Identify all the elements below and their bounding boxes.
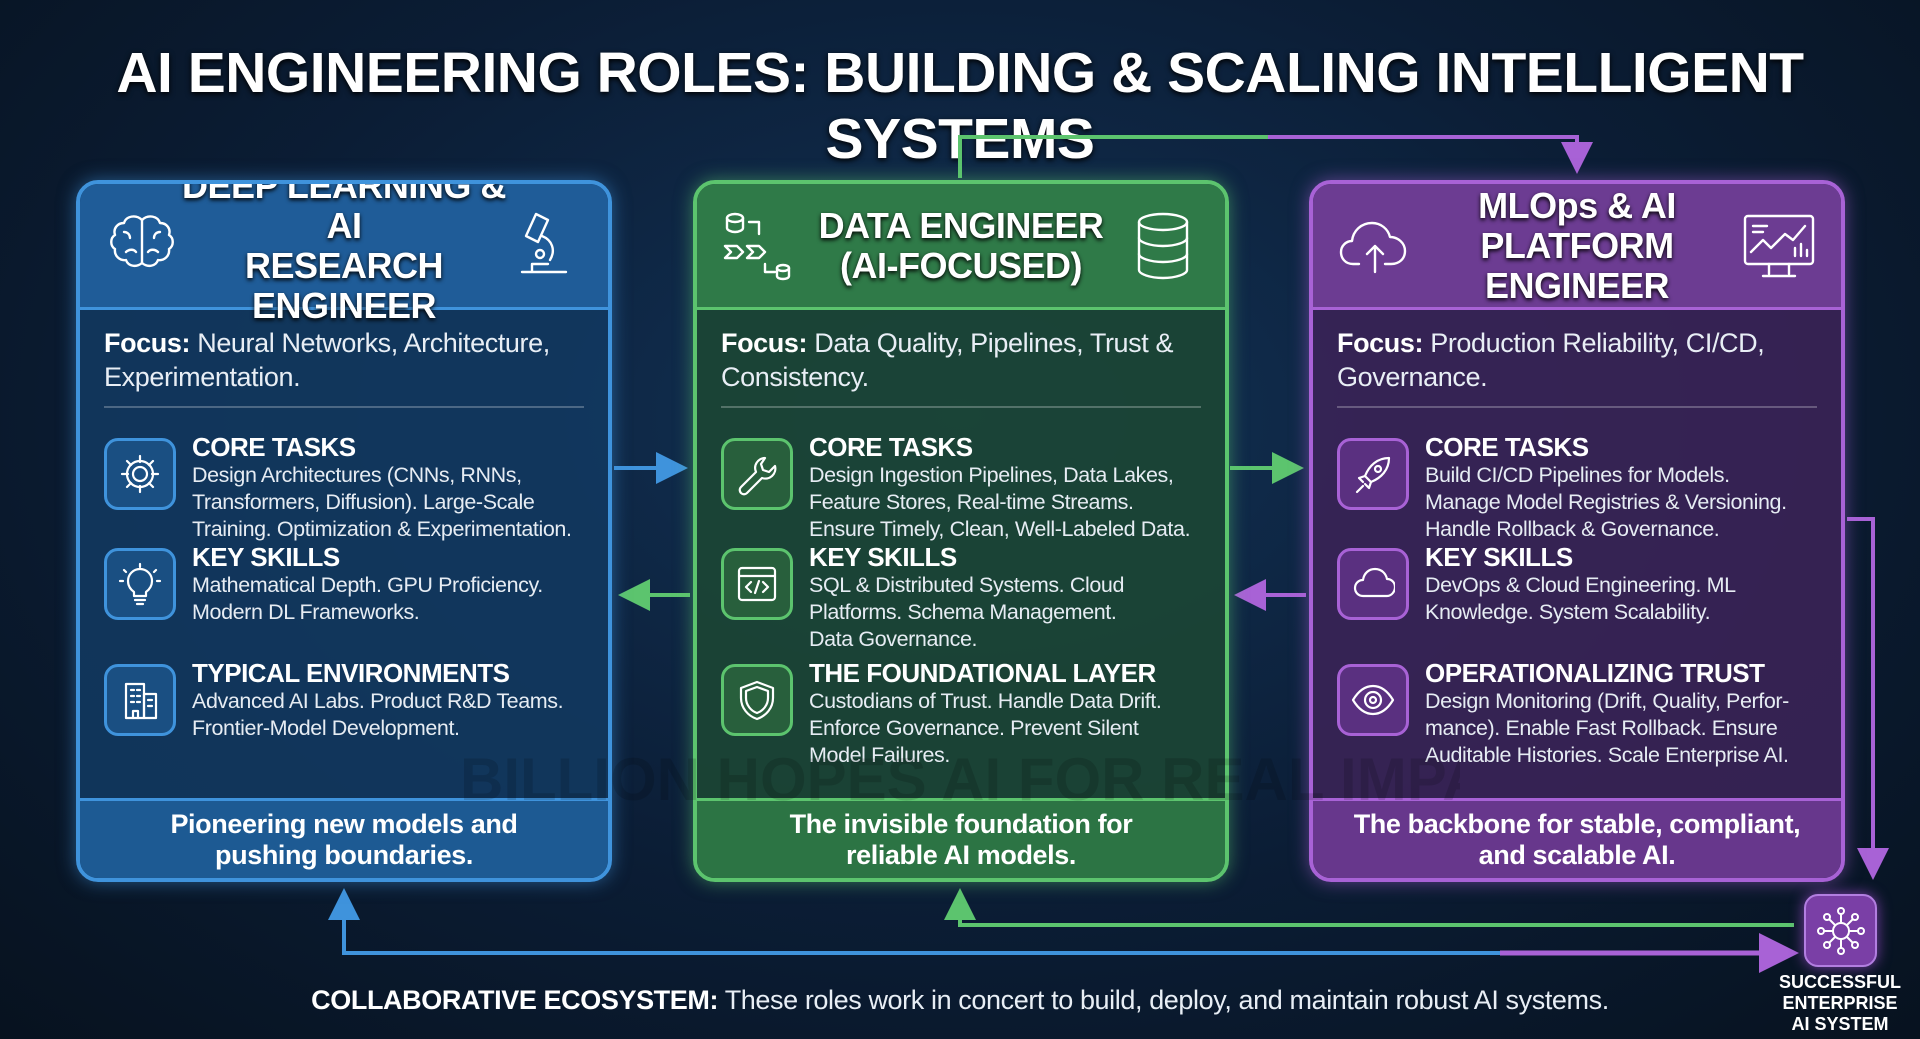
lightbulb-icon <box>118 562 162 606</box>
wrench-icon <box>738 456 777 496</box>
card-focus: Focus: Data Quality, Pipelines, Trust & … <box>697 310 1225 406</box>
arrow-data-to-mlops-top-end <box>1268 135 1593 174</box>
card-header: MLOps & AI PLATFORM ENGINEER <box>1313 184 1841 310</box>
card-footer: Pioneering new models and pushing bounda… <box>80 798 608 878</box>
section-body: SQL & Distributed Systems. Cloud Platfor… <box>809 573 1125 651</box>
monitor-chart-icon <box>1743 214 1815 277</box>
arrow-success-to-data <box>944 888 1794 927</box>
divider <box>1337 406 1817 408</box>
arrow-data-to-mlops-top <box>958 135 1268 178</box>
eye-icon <box>1351 684 1395 716</box>
card-section: CORE TASKS Design Ingestion Pipelines, D… <box>721 432 1215 543</box>
data-flow-icon <box>723 212 791 280</box>
section-icon-box <box>721 438 793 510</box>
section-title: THE FOUNDATIONAL LAYER <box>809 658 1156 688</box>
card-section: KEY SKILLS SQL & Distributed Systems. Cl… <box>721 542 1215 653</box>
card-focus: Focus: Production Reliability, CI/CD, Go… <box>1313 310 1841 406</box>
focus-label: Focus: <box>721 328 808 358</box>
cloud-icon <box>1353 567 1395 598</box>
section-title: KEY SKILLS <box>192 542 340 572</box>
cloud-upload-icon <box>1339 221 1407 273</box>
section-title: CORE TASKS <box>192 432 356 462</box>
focus-label: Focus: <box>104 328 191 358</box>
focus-label: Focus: <box>1337 328 1424 358</box>
section-icon-box <box>721 664 793 736</box>
card-footer: The invisible foundation for reliable AI… <box>697 798 1225 878</box>
section-icon-box <box>1337 664 1409 736</box>
section-title: TYPICAL ENVIRONMENTS <box>192 658 510 688</box>
card-header: DATA ENGINEER (AI-FOCUSED) <box>697 184 1225 310</box>
card-title: DATA ENGINEER (AI-FOCUSED) <box>818 204 1104 286</box>
card-section: CORE TASKS Build CI/CD Pipelines for Mod… <box>1337 432 1831 543</box>
section-icon-box <box>1337 438 1409 510</box>
neural-hub-icon <box>1816 906 1865 955</box>
card-section: OPERATIONALIZING TRUST Design Monitoring… <box>1337 658 1831 769</box>
arrow-mlops-to-success <box>1847 517 1889 880</box>
section-title: KEY SKILLS <box>809 542 957 572</box>
section-body: Design Monitoring (Drift, Quality, Perfo… <box>1425 689 1789 767</box>
focus-text: Neural Networks, Architecture, Experimen… <box>104 328 550 392</box>
focus-text: Data Quality, Pipelines, Trust & Consist… <box>721 328 1174 392</box>
card-section: KEY SKILLS Mathematical Depth. GPU Profi… <box>104 542 598 626</box>
section-icon-box <box>104 548 176 620</box>
section-icon-box <box>1337 548 1409 620</box>
brain-icon <box>110 214 174 267</box>
microscope-icon <box>520 212 568 273</box>
role-card-data-engineer: DATA ENGINEER (AI-FOCUSED) Focus: Data Q… <box>693 180 1229 882</box>
card-section: THE FOUNDATIONAL LAYER Custodians of Tru… <box>721 658 1215 769</box>
section-icon-box <box>721 548 793 620</box>
card-focus: Focus: Neural Networks, Architecture, Ex… <box>80 310 608 406</box>
card-title: DEEP LEARNING & AI RESEARCH ENGINEER <box>182 180 506 326</box>
rocket-icon <box>1355 456 1391 494</box>
arrow-success-to-research <box>328 888 1794 955</box>
ecosystem-label: COLLABORATIVE ECOSYSTEM: <box>311 985 719 1015</box>
database-icon <box>1137 212 1189 279</box>
section-body: Build CI/CD Pipelines for Models. Manage… <box>1425 463 1787 541</box>
section-body: Advanced AI Labs. Product R&D Teams. Fro… <box>192 689 564 740</box>
card-header: DEEP LEARNING & AI RESEARCH ENGINEER <box>80 184 608 325</box>
building-icon <box>124 682 158 720</box>
ecosystem-text: These roles work in concert to build, de… <box>718 985 1610 1015</box>
focus-text: Production Reliability, CI/CD, Governanc… <box>1337 328 1765 392</box>
section-body: Design Ingestion Pipelines, Data Lakes, … <box>809 463 1191 541</box>
code-window-icon <box>737 566 777 602</box>
section-icon-box <box>104 664 176 736</box>
card-footer: The backbone for stable, compliant, and … <box>1313 798 1841 878</box>
divider <box>721 406 1201 408</box>
section-body: Design Architectures (CNNs, RNNs, Transf… <box>192 463 572 541</box>
gear-icon <box>120 454 160 494</box>
role-card-mlops: MLOps & AI PLATFORM ENGINEER Focus: Prod… <box>1309 180 1845 882</box>
section-body: Custodians of Trust. Handle Data Drift. … <box>809 689 1162 767</box>
card-section: KEY SKILLS DevOps & Cloud Engineering. M… <box>1337 542 1831 626</box>
card-title: MLOps & AI PLATFORM ENGINEER <box>1478 184 1676 306</box>
section-icon-box <box>104 438 176 510</box>
section-title: CORE TASKS <box>1425 432 1589 462</box>
section-body: Mathematical Depth. GPU Proficiency. Mod… <box>192 573 543 624</box>
success-system-label: SUCCESSFUL ENTERPRISE AI SYSTEM <box>1778 972 1901 1034</box>
section-body: DevOps & Cloud Engineering. ML Knowledge… <box>1425 573 1736 624</box>
section-title: OPERATIONALIZING TRUST <box>1425 658 1765 688</box>
section-title: CORE TASKS <box>809 432 973 462</box>
card-section: CORE TASKS Design Architectures (CNNs, R… <box>104 432 598 543</box>
card-section: TYPICAL ENVIRONMENTS Advanced AI Labs. P… <box>104 658 598 742</box>
success-system-badge <box>1804 894 1877 967</box>
divider <box>104 406 584 408</box>
role-card-deep-learning: DEEP LEARNING & AI RESEARCH ENGINEER Foc… <box>76 180 612 882</box>
ecosystem-caption: COLLABORATIVE ECOSYSTEM: These roles wor… <box>0 985 1920 1016</box>
shield-icon <box>739 680 775 721</box>
section-title: KEY SKILLS <box>1425 542 1573 572</box>
